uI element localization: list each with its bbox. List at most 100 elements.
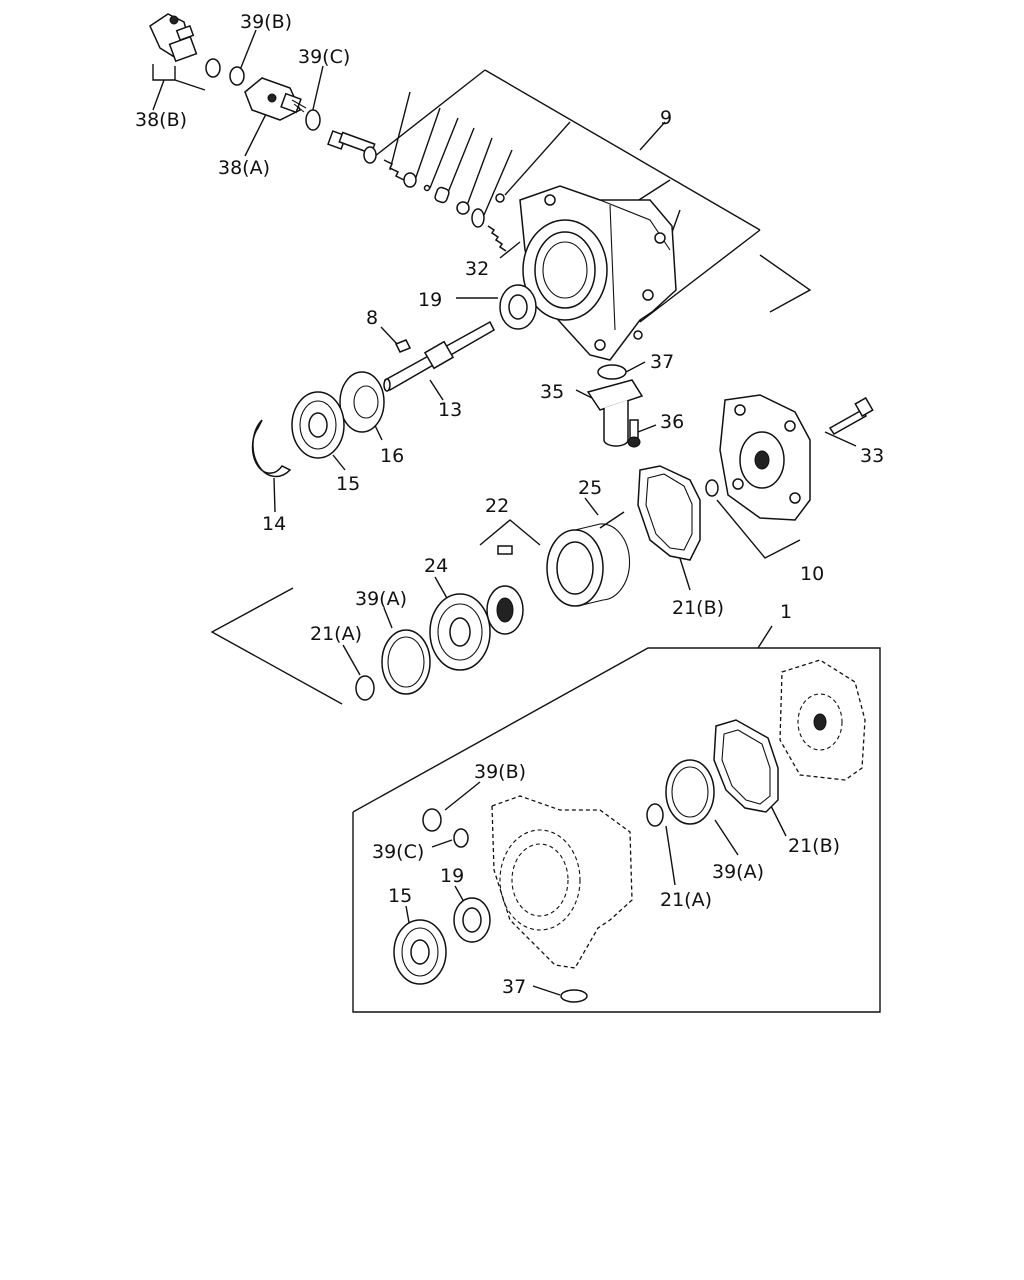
- kit-bearing-15: [393, 919, 447, 985]
- leader-39a-mid: [383, 607, 393, 629]
- washer-16: [339, 371, 385, 433]
- bracket-9-d: [429, 117, 459, 189]
- rotor-ring-22: [546, 523, 631, 607]
- valve-parts-stack: [327, 130, 507, 252]
- callout-8: 8: [366, 307, 378, 329]
- leader-39b-top: [239, 29, 257, 71]
- callout-19-top: 19: [418, 289, 442, 311]
- kit-gasket-21b: [713, 719, 779, 813]
- callout-39c-kit: 39(C): [372, 841, 424, 863]
- o-ring-39b-top: [229, 66, 245, 86]
- callout-25: 25: [578, 477, 602, 499]
- callout-39a-kit: 39(A): [712, 861, 764, 883]
- callout-13: 13: [438, 399, 462, 421]
- callout-15-kit: 15: [388, 885, 412, 907]
- leader-39b-kit: [444, 781, 481, 811]
- callout-39b-kit: 39(B): [474, 761, 526, 783]
- callout-37-top: 37: [650, 351, 674, 373]
- kit-o-ring-21a: [646, 803, 664, 827]
- bracket-9-tail: [759, 254, 812, 313]
- leader-lines: [152, 29, 881, 1013]
- callout-19-kit: 19: [440, 865, 464, 887]
- key-8: [394, 339, 412, 353]
- kit-o-ring-37: [560, 989, 588, 1003]
- leader-36: [637, 424, 657, 433]
- callout-22: 22: [485, 495, 509, 517]
- bracket-9-f: [465, 137, 493, 209]
- callout-38a: 38(A): [218, 157, 270, 179]
- callout-36: 36: [660, 411, 684, 433]
- callout-39b-top: 39(B): [240, 11, 292, 33]
- callout-9: 9: [660, 107, 672, 129]
- leader-25: [584, 497, 599, 516]
- elbow-fitting-38b: [149, 13, 198, 63]
- leader-37-top: [625, 361, 646, 373]
- o-ring-21a-mid: [355, 675, 375, 701]
- kit-o-ring-39c: [453, 828, 469, 848]
- callout-24: 24: [424, 555, 448, 577]
- leader-38b: [152, 79, 165, 111]
- leader-1: [757, 625, 773, 649]
- leader-39c-kit: [431, 839, 453, 848]
- gasket-21b-top: [637, 465, 701, 561]
- bearing-15-top: [291, 391, 345, 459]
- bolt-33: [828, 396, 874, 435]
- leader-9: [639, 121, 666, 151]
- vane-22: [497, 545, 513, 555]
- seal-10: [705, 479, 719, 497]
- ball-small: [495, 193, 505, 203]
- leader-19-kit: [454, 885, 465, 903]
- callout-14: 14: [262, 513, 286, 535]
- bracket-9-e: [446, 127, 475, 196]
- leader-14: [273, 477, 276, 513]
- kit-bearing-19: [453, 897, 491, 943]
- bracket-9-top: [484, 69, 761, 231]
- leader-8: [380, 326, 398, 345]
- leader-38a: [244, 109, 269, 157]
- callout-38b-top: 38(B): [135, 109, 187, 131]
- pin-25: [599, 511, 625, 529]
- kit-box: [352, 647, 881, 1013]
- bracket-9-k: [639, 229, 761, 323]
- callout-21a-mid: 21(A): [310, 623, 362, 645]
- ball-small-2: [633, 330, 643, 340]
- bracket-9-h: [504, 121, 571, 196]
- bracket-9-b: [389, 91, 411, 171]
- callout-21b-mid: 21(B): [672, 597, 724, 619]
- callout-16: 16: [380, 445, 404, 467]
- bearing-19-top: [499, 284, 537, 330]
- callout-21a-kit: 21(A): [660, 889, 712, 911]
- section-bracket: [210, 587, 343, 705]
- leader-39a-kit: [714, 819, 739, 856]
- plate-24: [429, 593, 491, 671]
- washer-38b: [205, 58, 221, 78]
- leader-37-kit: [532, 985, 561, 996]
- bracket-9-g: [483, 149, 513, 216]
- snap-ring-14: [251, 419, 292, 478]
- pump-housing-9: [519, 185, 677, 361]
- bolt-36: [627, 419, 641, 448]
- kit-cover: [779, 659, 866, 781]
- leader-13: [429, 379, 444, 401]
- bracket-38b: [152, 64, 176, 81]
- callout-labels: 38(B) 39(B) 39(C) 38(A) 9 32 19 8 37 35 …: [135, 11, 884, 998]
- callout-15-top: 15: [336, 473, 360, 495]
- callout-35: 35: [540, 381, 564, 403]
- cover-10: [719, 394, 811, 521]
- kit-seal-39a: [665, 759, 715, 825]
- spring-32: [487, 225, 507, 252]
- bracket-9-c: [414, 107, 441, 181]
- callout-39c-top: 39(C): [298, 46, 350, 68]
- leader-33: [824, 431, 857, 447]
- shaft-13: [383, 320, 495, 392]
- connector-38a: [244, 77, 307, 121]
- bracket-9-a: [369, 69, 486, 161]
- bracket-10: [716, 499, 801, 559]
- leader-24: [434, 576, 449, 601]
- callout-37-kit: 37: [502, 976, 526, 998]
- gasket-35: [586, 364, 644, 447]
- callout-1: 1: [780, 601, 792, 623]
- leader-21a-kit: [665, 825, 676, 886]
- callout-21b-kit: 21(B): [788, 835, 840, 857]
